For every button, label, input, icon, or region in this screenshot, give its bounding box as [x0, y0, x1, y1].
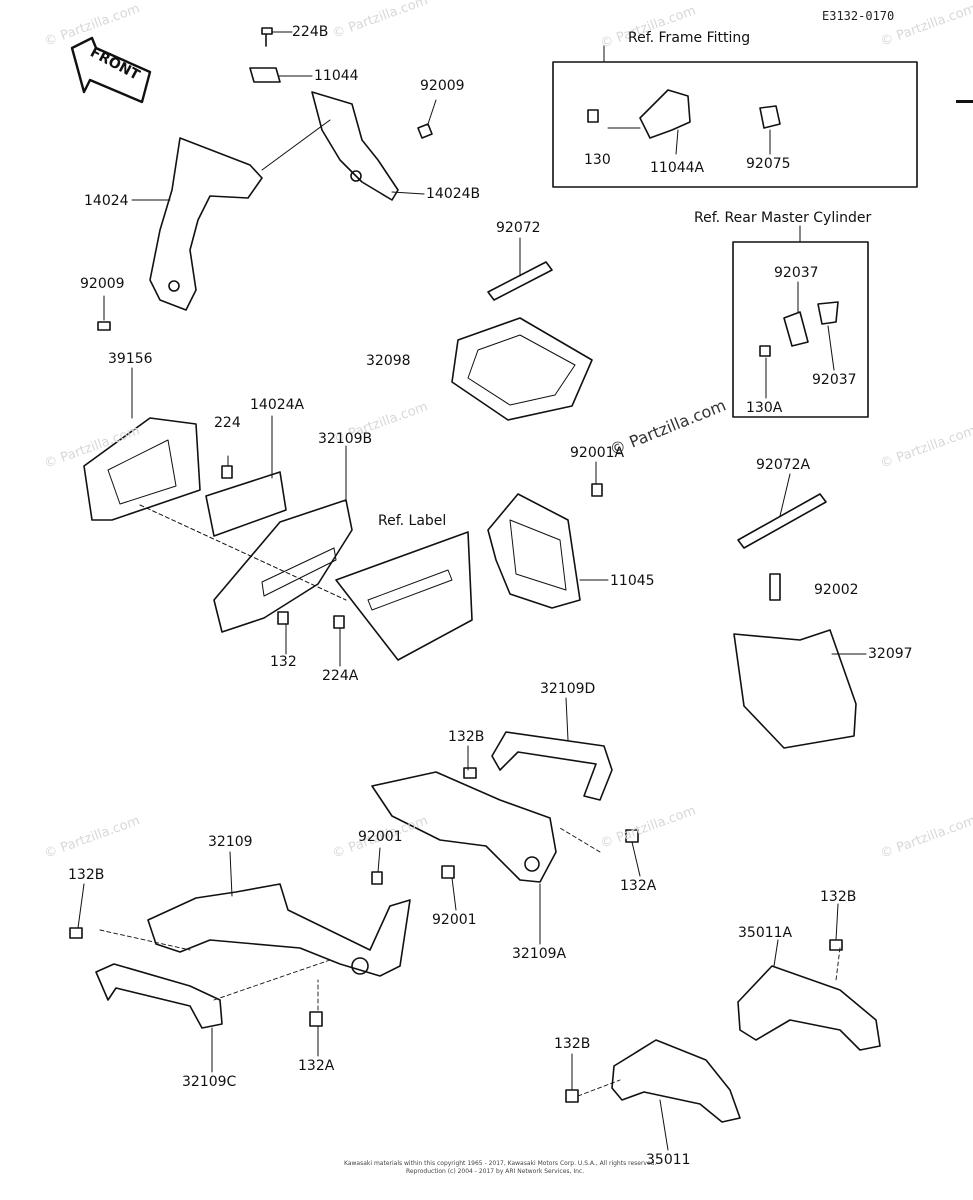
footer-copyright: Kawasaki materials within this copyright…	[344, 1160, 657, 1167]
bolt-132b-bottom-icon	[565, 1089, 579, 1103]
part-label[interactable]: 224	[214, 415, 241, 431]
part-label[interactable]: 11045	[610, 573, 655, 589]
bracket-35011a-shape	[737, 965, 881, 1051]
part-label[interactable]: 32097	[868, 646, 913, 662]
bolt-92001-a-icon	[371, 871, 383, 885]
part-label[interactable]: 92037	[812, 372, 857, 388]
part-label[interactable]: 32098	[366, 353, 411, 369]
ref-frame-fitting-title: Ref. Frame Fitting	[628, 30, 751, 46]
part-label[interactable]: 92002	[814, 582, 859, 598]
bracket-35011-shape	[611, 1039, 741, 1123]
diagram-code: E3132-0170	[822, 9, 895, 23]
tray-32097-shape	[733, 629, 857, 749]
clip-11044-icon	[249, 67, 281, 83]
part-label[interactable]: 14024A	[250, 397, 305, 413]
part-label[interactable]: 35011	[646, 1152, 691, 1168]
bolt-130-icon	[587, 109, 599, 123]
front-arrow-icon	[70, 36, 152, 104]
part-label[interactable]: 132	[270, 654, 297, 670]
part-label[interactable]: 92075	[746, 156, 791, 172]
bolt-224a-icon	[333, 615, 345, 629]
part-label[interactable]: 92037	[774, 265, 819, 281]
part-label[interactable]: 14024B	[426, 186, 481, 202]
bolt-132a-bottom-icon	[309, 1011, 323, 1027]
bolt-92009-top-icon	[417, 123, 433, 139]
part-label[interactable]: 32109C	[182, 1074, 237, 1090]
part-label[interactable]: 132A	[298, 1058, 335, 1074]
part-label[interactable]: 92001	[358, 829, 403, 845]
part-label[interactable]: 11044A	[650, 160, 705, 176]
part-label[interactable]: 92001	[432, 912, 477, 928]
bolt-132-icon	[277, 611, 289, 625]
plate-11045-shape	[487, 493, 581, 609]
part-label[interactable]: 130	[584, 152, 611, 168]
part-label[interactable]: 92072	[496, 220, 541, 236]
grab-rail-39156-shape	[83, 417, 201, 521]
bracket-11044a-shape	[639, 89, 691, 139]
bracket-32109a-shape	[371, 771, 557, 883]
ref-frame-fitting-box	[552, 61, 918, 188]
bolt-92001-b-icon	[441, 865, 455, 879]
bolt-130a-icon	[759, 345, 771, 357]
pad-14024a-shape	[205, 471, 287, 537]
bracket-32109-shape	[147, 883, 411, 977]
part-label[interactable]: 224B	[292, 24, 329, 40]
bracket-14024b-shape	[311, 91, 399, 201]
bolt-132a-right-icon	[625, 829, 639, 843]
part-label[interactable]: 92001A	[570, 445, 625, 461]
clip-92075-shape	[759, 105, 781, 129]
bolt-132b-mid-icon	[463, 767, 477, 779]
strap-92072a-shape	[737, 493, 827, 549]
edge-mark	[956, 100, 973, 103]
part-label[interactable]: 92009	[420, 78, 465, 94]
part-label[interactable]: 39156	[108, 351, 153, 367]
part-label[interactable]: 14024	[84, 193, 129, 209]
part-label[interactable]: 132B	[820, 889, 857, 905]
part-label[interactable]: 35011A	[738, 925, 793, 941]
part-label[interactable]: 224A	[322, 668, 359, 684]
bolt-224-icon	[221, 465, 233, 479]
part-label[interactable]: 32109A	[512, 946, 567, 962]
bolt-92009-left-icon	[97, 321, 111, 331]
bracket-92037-a-shape	[783, 311, 809, 347]
part-label[interactable]: 11044	[314, 68, 359, 84]
part-label[interactable]: 132B	[448, 729, 485, 745]
part-label[interactable]: 32109B	[318, 431, 373, 447]
bolt-92001a-icon	[591, 483, 603, 497]
footpeg-32109d-shape	[491, 731, 613, 801]
label-plate-shape	[367, 569, 453, 611]
ref-rear-master-cylinder-title: Ref. Rear Master Cylinder	[694, 210, 872, 226]
part-label[interactable]: 132B	[68, 867, 105, 883]
bolt-132b-right-icon	[829, 939, 843, 951]
part-label[interactable]: 132B	[554, 1036, 591, 1052]
ref-label-box	[335, 531, 473, 661]
part-label[interactable]: 130A	[746, 400, 783, 416]
part-label[interactable]: 92072A	[756, 457, 811, 473]
part-label[interactable]: 132A	[620, 878, 657, 894]
part-label[interactable]: 92009	[80, 276, 125, 292]
strap-92072-shape	[487, 261, 553, 301]
footpeg-32109c-shape	[95, 963, 223, 1029]
bolt-224b-icon	[261, 27, 273, 47]
ref-label-title: Ref. Label	[378, 513, 447, 529]
part-label[interactable]: 32109D	[540, 681, 596, 697]
footer-reproduction: Reproduction (c) 2004 - 2017 by ARI Netw…	[406, 1168, 585, 1175]
part-label[interactable]: 32109	[208, 834, 253, 850]
bolt-92002-icon	[769, 573, 781, 601]
cover-14024-shape	[149, 137, 263, 311]
case-32098-shape	[451, 317, 593, 421]
bracket-92037-b-shape	[817, 301, 839, 325]
bolt-132b-left-icon	[69, 927, 83, 939]
